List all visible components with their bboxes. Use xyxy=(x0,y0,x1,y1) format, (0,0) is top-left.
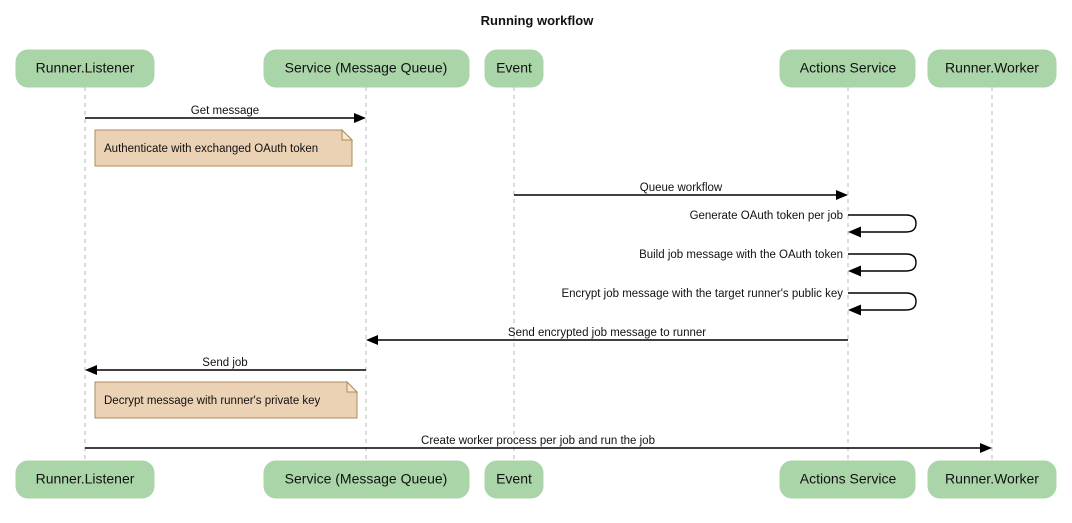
arrow-head-right-icon xyxy=(354,113,366,123)
arrow-head-left-icon xyxy=(848,226,861,238)
participant-box[interactable] xyxy=(484,460,544,499)
message-label: Send encrypted job message to runner xyxy=(508,327,706,339)
participants-header: Runner.Listener Service (Message Queue) … xyxy=(15,49,1057,88)
message-create-worker-process: Create worker process per job and run th… xyxy=(85,435,992,453)
self-loop-path xyxy=(848,214,917,233)
message-queue-workflow: Queue workflow xyxy=(514,182,848,200)
diagram-title: Running workflow xyxy=(481,13,595,28)
message-generate-oauth-token: Generate OAuth token per job xyxy=(690,210,917,238)
note-fold-icon xyxy=(346,380,359,393)
participants-footer: Runner.Listener Service (Message Queue) … xyxy=(15,460,1057,499)
note-fold-icon xyxy=(341,128,354,141)
participant-runner-listener-top[interactable]: Runner.Listener xyxy=(15,49,155,88)
participant-box[interactable] xyxy=(927,49,1057,88)
participant-box[interactable] xyxy=(484,49,544,88)
message-label: Build job message with the OAuth token xyxy=(639,249,843,261)
participant-label: Actions Service xyxy=(800,471,897,487)
arrow-head-left-icon xyxy=(848,265,861,277)
participant-runner-listener-bottom[interactable]: Runner.Listener xyxy=(15,460,155,499)
participant-box[interactable] xyxy=(263,49,470,88)
message-label: Encrypt job message with the target runn… xyxy=(561,288,843,300)
participant-label: Service (Message Queue) xyxy=(285,471,448,487)
self-loop-path xyxy=(848,292,917,311)
participant-label: Event xyxy=(496,60,532,76)
participant-event-top[interactable]: Event xyxy=(484,49,544,88)
participant-box[interactable] xyxy=(779,460,916,499)
note-label: Authenticate with exchanged OAuth token xyxy=(104,143,318,155)
message-label: Generate OAuth token per job xyxy=(690,210,843,222)
participant-box[interactable] xyxy=(15,49,155,88)
participant-box[interactable] xyxy=(263,460,470,499)
note-label: Decrypt message with runner's private ke… xyxy=(104,395,321,407)
arrow-head-left-icon xyxy=(366,335,378,345)
note-body-shape xyxy=(94,129,353,167)
message-label: Get message xyxy=(191,105,259,117)
note-authenticate: Authenticate with exchanged OAuth token xyxy=(94,128,354,167)
message-get-message: Get message xyxy=(85,105,366,123)
participant-runner-worker-bottom[interactable]: Runner.Worker xyxy=(927,460,1057,499)
arrow-head-left-icon xyxy=(85,365,97,375)
participant-box[interactable] xyxy=(927,460,1057,499)
arrow-head-left-icon xyxy=(848,304,861,316)
participant-runner-worker-top[interactable]: Runner.Worker xyxy=(927,49,1057,88)
message-send-job: Send job xyxy=(85,357,366,375)
note-decrypt: Decrypt message with runner's private ke… xyxy=(94,380,359,419)
participant-label: Runner.Worker xyxy=(945,471,1039,487)
participant-service-queue-bottom[interactable]: Service (Message Queue) xyxy=(263,460,470,499)
participant-event-bottom[interactable]: Event xyxy=(484,460,544,499)
message-label: Create worker process per job and run th… xyxy=(421,435,655,447)
arrow-head-right-icon xyxy=(980,443,992,453)
note-body-shape xyxy=(94,381,358,419)
participant-label: Runner.Listener xyxy=(36,471,135,487)
participant-actions-service-top[interactable]: Actions Service xyxy=(779,49,916,88)
message-label: Send job xyxy=(202,357,247,369)
message-build-job-message: Build job message with the OAuth token xyxy=(639,249,917,277)
message-encrypt-job-message: Encrypt job message with the target runn… xyxy=(561,288,917,316)
message-send-encrypted-job-message: Send encrypted job message to runner xyxy=(366,327,848,345)
lifelines-group xyxy=(84,87,993,461)
participant-label: Service (Message Queue) xyxy=(285,60,448,76)
participant-label: Runner.Worker xyxy=(945,60,1039,76)
arrow-head-right-icon xyxy=(836,190,848,200)
participant-box[interactable] xyxy=(779,49,916,88)
participant-label: Runner.Listener xyxy=(36,60,135,76)
participant-label: Event xyxy=(496,471,532,487)
message-label: Queue workflow xyxy=(640,182,723,194)
participant-service-queue-top[interactable]: Service (Message Queue) xyxy=(263,49,470,88)
participant-actions-service-bottom[interactable]: Actions Service xyxy=(779,460,916,499)
self-loop-path xyxy=(848,253,917,272)
participant-label: Actions Service xyxy=(800,60,897,76)
participant-box[interactable] xyxy=(15,460,155,499)
